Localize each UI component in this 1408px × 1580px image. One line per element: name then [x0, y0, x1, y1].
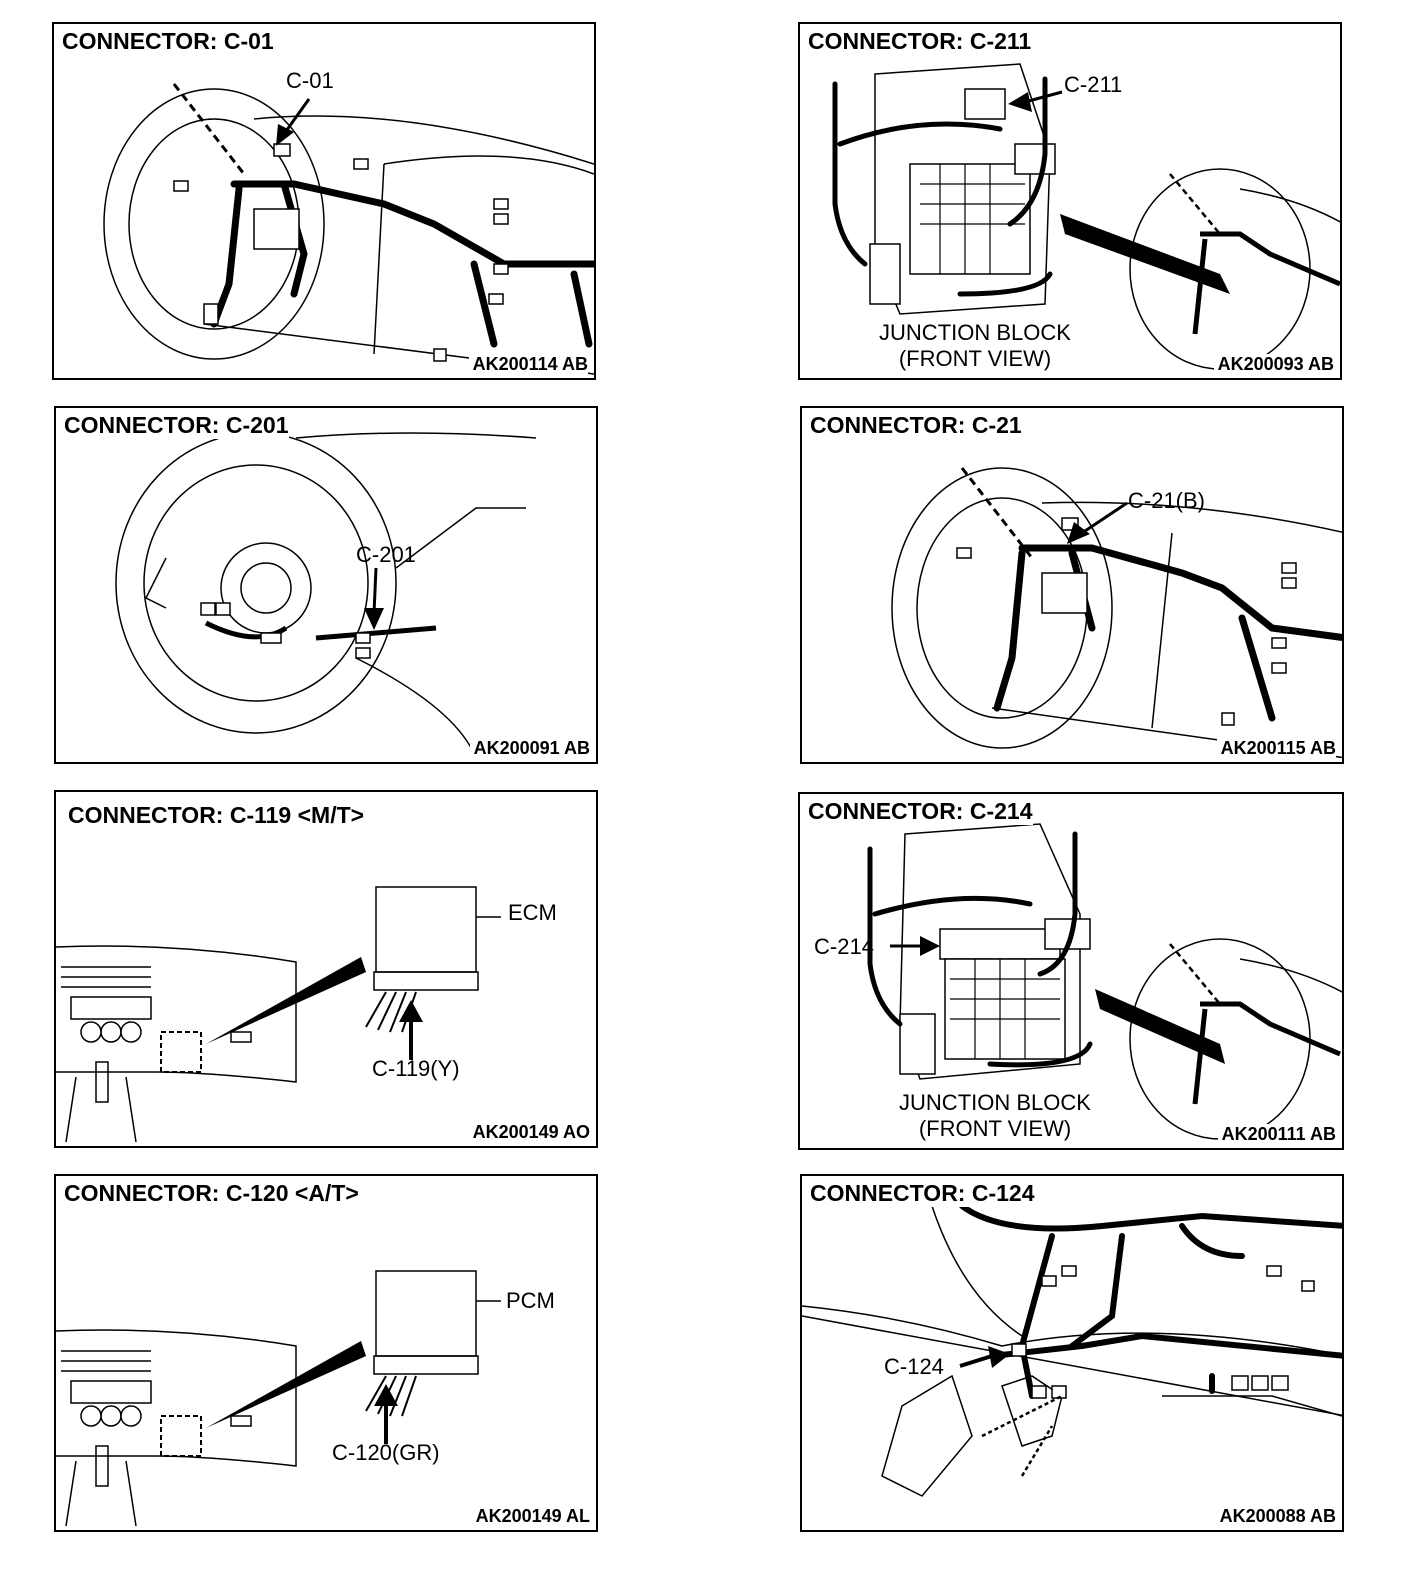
ecm-location-illustration — [56, 886, 501, 1143]
callout-c214: C-214 — [814, 934, 874, 959]
callout-c211: C-211 — [1064, 72, 1123, 97]
panel-title: CONNECTOR: C-211 — [808, 28, 1032, 55]
callout-c01: C-01 — [286, 68, 334, 93]
panel-title: CONNECTOR: C-21 — [810, 412, 1022, 439]
front-view-label: (FRONT VIEW) — [898, 346, 1052, 371]
connector-panel-c211: CONNECTOR: C-211 C-211 JUNCTION BLOCK (F… — [798, 22, 1342, 380]
figure-code: AK200088 AB — [1215, 1506, 1336, 1527]
connector-panel-c201: CONNECTOR: C-201 C-201 AK200091 AB — [54, 406, 598, 764]
junction-block-label: JUNCTION BLOCK — [899, 1090, 1091, 1115]
panel-title: CONNECTOR: C-120 <A/T> — [64, 1180, 359, 1207]
connector-panel-c01: CONNECTOR: C-01 C-01 AK200114 AB — [52, 22, 596, 380]
dashboard-harness-illustration — [103, 83, 594, 375]
callout-c119: C-119(Y) — [372, 1056, 460, 1081]
panel-title: CONNECTOR: C-201 — [64, 412, 289, 439]
callout-c120: C-120(GR) — [332, 1440, 440, 1465]
connector-panel-c124: CONNECTOR: C-124 C-124 AK200088 AB — [800, 1174, 1344, 1532]
junction-block-illustration — [867, 823, 1342, 1140]
figure-code: AK200149 AO — [468, 1122, 590, 1143]
connector-panel-c21: CONNECTOR: C-21 C-21(B) AK200115 AB — [800, 406, 1344, 764]
panel-title: CONNECTOR: C-214 — [808, 798, 1033, 825]
pcm-label: PCM — [506, 1288, 555, 1313]
figure-code: AK200091 AB — [469, 738, 590, 759]
junction-block-label: JUNCTION BLOCK — [879, 320, 1071, 345]
figure-code: AK200111 AB — [1217, 1124, 1336, 1145]
panel-title: CONNECTOR: C-01 — [62, 28, 274, 55]
steering-column-illustration — [115, 432, 537, 759]
figure-code: AK200114 AB — [468, 354, 588, 375]
figure-code: AK200115 AB — [1216, 738, 1336, 759]
connector-panel-c214: CONNECTOR: C-214 C-214 JUNCTION BLOCK (F… — [798, 792, 1344, 1150]
floor-console-harness-illustration — [802, 1203, 1342, 1497]
connector-panel-c120: CONNECTOR: C-120 <A/T> PCM C-120(GR) AK2… — [54, 1174, 598, 1532]
front-view-label: (FRONT VIEW) — [918, 1116, 1072, 1141]
figure-code: AK200149 AL — [471, 1506, 590, 1527]
ecm-label: ECM — [508, 900, 557, 925]
figure-code: AK200093 AB — [1213, 354, 1334, 375]
dashboard-harness-illustration — [891, 467, 1342, 759]
callout-c124: C-124 — [884, 1354, 944, 1379]
junction-block-illustration — [832, 63, 1340, 370]
callout-c21b: C-21(B) — [1128, 488, 1206, 513]
panel-title: CONNECTOR: C-124 — [810, 1180, 1035, 1207]
panel-title: CONNECTOR: C-119 <M/T> — [68, 802, 365, 829]
callout-c201: C-201 — [356, 542, 416, 567]
pcm-location-illustration — [56, 1270, 501, 1527]
connector-panel-c119: CONNECTOR: C-119 <M/T> ECM C-119(Y) AK20… — [54, 790, 598, 1148]
